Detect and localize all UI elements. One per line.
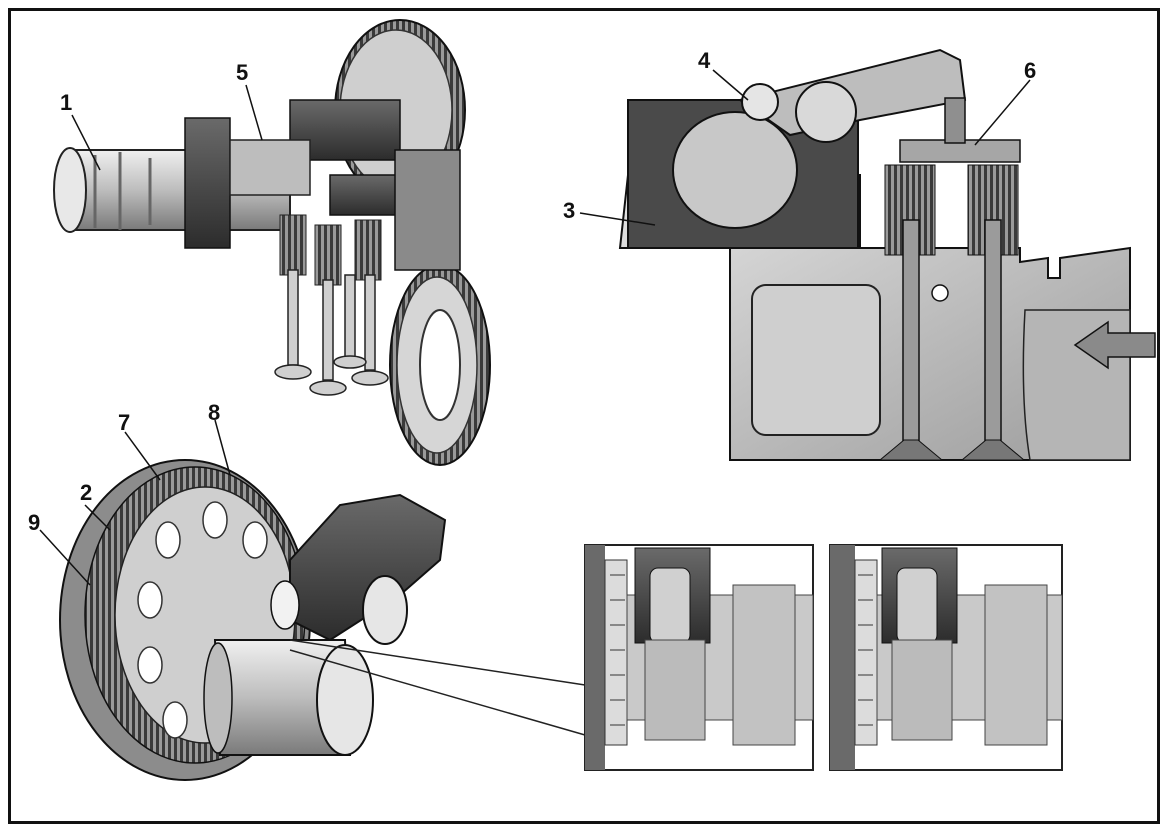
callout-6: 6 bbox=[1024, 58, 1037, 83]
cam-bore bbox=[672, 111, 798, 229]
rocker-shaft bbox=[795, 81, 857, 143]
airflow-arrow bbox=[1073, 320, 1156, 370]
rocker-roller bbox=[741, 83, 779, 121]
callout-9: 9 bbox=[28, 510, 41, 535]
callout-2: 2 bbox=[80, 480, 93, 505]
cylinder-head-section bbox=[618, 48, 1156, 461]
callout-7: 7 bbox=[118, 410, 131, 435]
callout-1: 1 bbox=[60, 90, 73, 115]
valve-right bbox=[984, 219, 1002, 451]
exhaust-port bbox=[751, 284, 881, 436]
camshaft-assembly bbox=[53, 19, 491, 466]
callout-3: 3 bbox=[563, 198, 576, 223]
rocker-block bbox=[289, 99, 401, 161]
gear-and-cam-assembly bbox=[59, 459, 447, 781]
rocker-bracket bbox=[289, 493, 447, 642]
callout-leaders bbox=[39, 69, 1031, 586]
valve-left bbox=[902, 219, 920, 451]
gear-holes bbox=[137, 501, 268, 739]
inset-right bbox=[829, 544, 1063, 771]
callout-8: 8 bbox=[208, 400, 221, 425]
valve-springs bbox=[279, 214, 382, 286]
callout-5: 5 bbox=[236, 60, 249, 85]
magnification-lines bbox=[289, 639, 586, 736]
valve-stems bbox=[274, 269, 389, 396]
callout-4: 4 bbox=[698, 48, 711, 73]
bearing-block-1 bbox=[184, 117, 231, 249]
camshaft-end bbox=[53, 147, 87, 233]
roller bbox=[362, 575, 408, 645]
inset-left bbox=[584, 544, 814, 771]
